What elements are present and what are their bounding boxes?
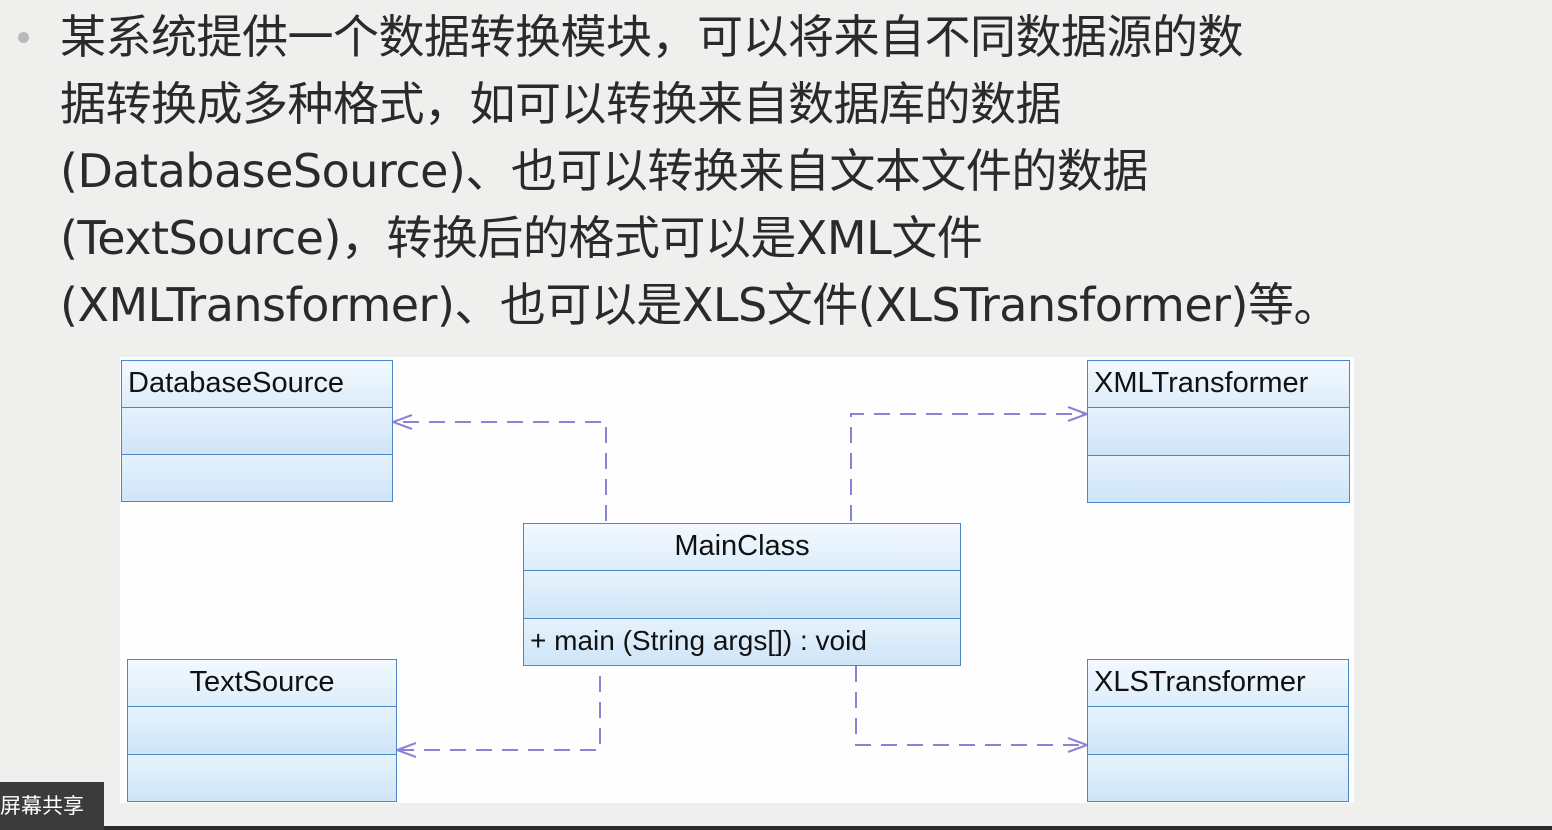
class-text-source[interactable]: TextSource bbox=[127, 659, 397, 802]
operations-compartment bbox=[1088, 455, 1349, 501]
dependency-main-to-database-source bbox=[393, 421, 607, 521]
bullet-dot bbox=[18, 32, 29, 43]
attributes-compartment bbox=[524, 570, 960, 618]
class-name: MainClass bbox=[524, 524, 960, 570]
class-name: XMLTransformer bbox=[1088, 361, 1349, 407]
operations-compartment: + main (String args[]) : void bbox=[524, 618, 960, 664]
attributes-compartment bbox=[1088, 706, 1348, 754]
dependency-main-to-text-source bbox=[397, 676, 601, 751]
paragraph-line: (DatabaseSource)、也可以转换来自文本文件的数据 bbox=[60, 144, 1148, 198]
attributes-compartment bbox=[122, 407, 392, 454]
dependency-main-to-xml-transformer bbox=[850, 413, 1087, 521]
arrowhead-database-source bbox=[390, 414, 413, 430]
paragraph-line: 某系统提供一个数据转换模块，可以将来自不同数据源的数 bbox=[60, 10, 1244, 64]
operations-compartment bbox=[122, 454, 392, 500]
arrowhead-text-source bbox=[394, 742, 417, 758]
operation-main: + main (String args[]) : void bbox=[530, 625, 867, 656]
bottom-bar bbox=[104, 826, 1552, 830]
slide-paragraph: 某系统提供一个数据转换模块，可以将来自不同数据源的数 据转换成多种格式，如可以转… bbox=[60, 4, 1548, 339]
operations-compartment bbox=[128, 754, 396, 800]
dependency-main-to-xls-transformer bbox=[855, 666, 1087, 746]
paragraph-line: 据转换成多种格式，如可以转换来自数据库的数据 bbox=[60, 77, 1062, 131]
class-name: TextSource bbox=[128, 660, 396, 706]
class-xml-transformer[interactable]: XMLTransformer bbox=[1087, 360, 1350, 503]
paragraph-line: (TextSource)，转换后的格式可以是XML文件 bbox=[60, 211, 983, 265]
attributes-compartment bbox=[128, 706, 396, 754]
class-name: XLSTransformer bbox=[1088, 660, 1348, 706]
paragraph-line: (XMLTransformer)、也可以是XLS文件(XLSTransforme… bbox=[60, 278, 1340, 332]
screen-share-badge[interactable]: 屏幕共享 bbox=[0, 782, 104, 830]
class-database-source[interactable]: DatabaseSource bbox=[121, 360, 393, 502]
class-xls-transformer[interactable]: XLSTransformer bbox=[1087, 659, 1349, 802]
attributes-compartment bbox=[1088, 407, 1349, 455]
class-name: DatabaseSource bbox=[122, 361, 392, 407]
operations-compartment bbox=[1088, 754, 1348, 800]
class-main-class[interactable]: MainClass + main (String args[]) : void bbox=[523, 523, 961, 666]
